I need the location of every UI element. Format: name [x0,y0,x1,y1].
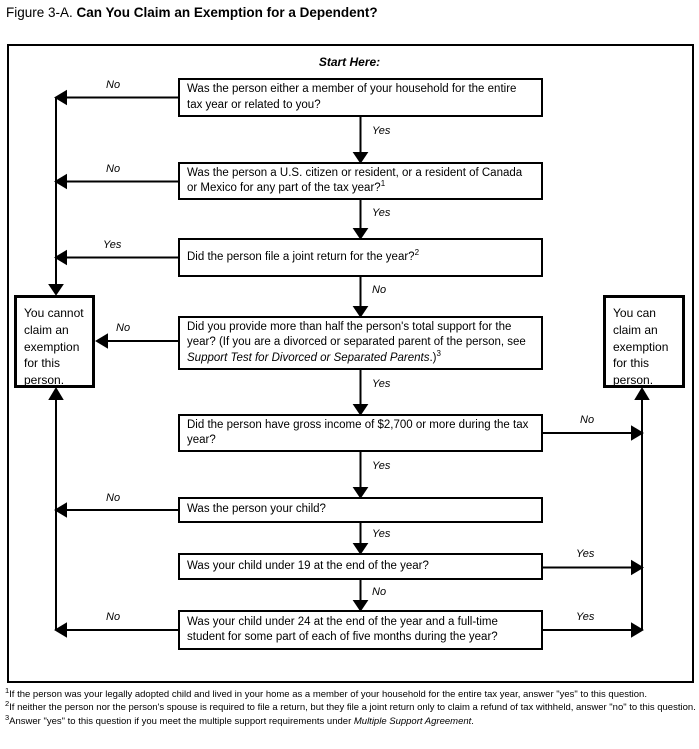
edge-q8-no [54,622,178,638]
question-text-italic: Support Test for Divorced or Separated P… [187,351,430,364]
question-box-under-19: Was your child under 19 at the end of th… [178,553,543,580]
edge-q3-yes [54,249,178,266]
footnote-text: . [471,715,474,727]
question-text: Did the person have gross income of $2,7… [187,418,529,446]
question-box-support: Did you provide more than half the perso… [178,316,543,370]
right-rail [634,387,650,630]
footnote-text: If the person was your legally adopted c… [9,689,647,700]
question-box-joint-return: Did the person file a joint return for t… [178,238,543,277]
edge-label-yes: Yes [372,378,391,390]
footnote-3: 3Answer "yes" to this question if you me… [5,712,696,728]
edge-q7-yes [543,559,644,576]
left-rail-bottom [48,387,64,630]
question-text: Was your child under 19 at the end of th… [187,559,429,572]
footnotes: 1If the person was your legally adopted … [5,685,696,728]
footnote-number: 2 [5,699,10,709]
footnote-text: Answer "yes" to this question if you mee… [9,715,354,727]
footnote-ref: 2 [414,248,420,258]
edge-q1-no [54,89,178,106]
edge-label-yes: Yes [103,239,122,251]
footnote-text-italic: Multiple Support Agreement [353,715,472,727]
edge-label-no: No [106,79,121,91]
edge-q3-q4 [352,277,369,318]
edge-q8-yes [543,622,644,638]
footnote-1: 1If the person was your legally adopted … [5,685,696,701]
question-box-gross-income: Did the person have gross income of $2,7… [178,414,543,452]
edge-label-yes: Yes [576,548,595,560]
edge-label-yes: Yes [576,611,595,623]
question-text: .) [429,351,437,364]
question-box-household: Was the person either a member of your h… [178,78,543,117]
start-here-label: Start Here: [318,55,381,69]
question-text: Was the person a U.S. citizen or residen… [187,166,523,194]
edge-q2-no [54,173,178,190]
edge-label-yes: Yes [372,528,391,540]
edge-label-no: No [106,492,121,504]
edge-label-yes: Yes [372,460,391,472]
flowchart-frame [7,44,694,683]
edge-label-no: No [106,163,121,175]
question-box-under-24-student: Was your child under 24 at the end of th… [178,610,543,650]
edge-q1-q2 [352,117,369,164]
result-box-can-claim: You can claim an exemption for this pers… [603,295,685,388]
edge-label-yes: Yes [372,207,391,219]
edge-q4-no [95,333,178,349]
question-text: Did the person file a joint return for t… [187,250,415,263]
edge-label-no: No [372,586,387,598]
edge-q5-no [543,425,644,441]
question-text: Was the person your child? [187,503,326,516]
question-box-citizen: Was the person a U.S. citizen or residen… [178,162,543,200]
question-box-your-child: Was the person your child? [178,497,543,523]
footnote-2: 2If neither the person nor the person's … [5,699,696,714]
footnote-ref: 1 [380,179,386,189]
figure-label: Figure 3-A. [6,5,73,20]
edge-label-no: No [372,284,387,296]
footnote-number: 1 [5,685,10,695]
question-text: Was the person either a member of your h… [187,83,517,111]
question-text: Was your child under 24 at the end of th… [187,615,498,643]
page-title: Figure 3-A. Can You Claim an Exemption f… [6,5,378,20]
edge-q4-q5 [352,370,369,416]
edge-label-no: No [106,611,121,623]
edge-q6-no [54,502,178,518]
edge-q7-q8 [352,580,369,612]
footnote-number: 3 [5,712,10,722]
question-text: Did you provide more than half the perso… [187,321,526,349]
result-box-cannot-claim: You cannot claim an exemption for this p… [14,295,95,388]
footnote-ref: 3 [436,348,441,358]
footnote-text: If neither the person nor the person's s… [9,702,696,714]
figure-title: Can You Claim an Exemption for a Depende… [76,5,378,20]
edge-q2-q3 [352,200,369,240]
edge-label-no: No [116,322,131,334]
edge-label-yes: Yes [372,125,391,137]
edge-q5-q6 [352,452,369,499]
edge-label-no: No [580,414,595,426]
edge-q6-q7 [352,523,369,555]
left-rail-top [48,97,64,296]
